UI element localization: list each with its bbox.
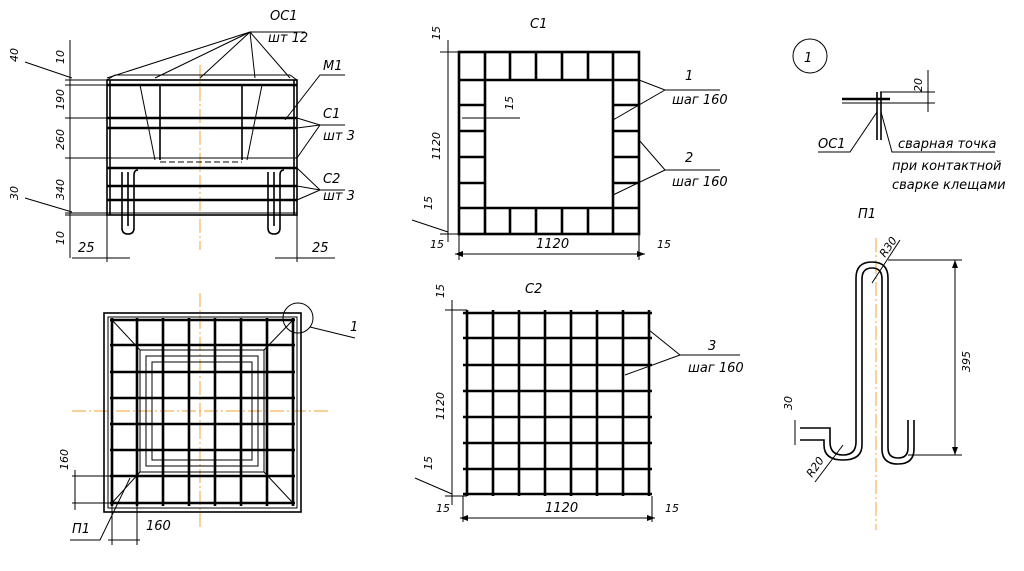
c1-dim-width-1120: 1120 (536, 237, 569, 252)
detail-1-dim-20: 20 (912, 78, 925, 92)
dim-190: 190 (54, 89, 67, 110)
dim-40: 40 (8, 48, 21, 62)
plan-dim-160-vertical: 160 (58, 449, 71, 470)
c1-dim-left-low-15: 15 (422, 196, 435, 210)
label-oc1-qty: шт 12 (268, 31, 308, 46)
c1-pos1-step: шаг 160 (672, 93, 728, 108)
c1-mesh (411, 40, 720, 260)
p1-hook (794, 238, 962, 530)
dim-10-top: 10 (54, 50, 67, 64)
dim-260: 260 (54, 129, 67, 150)
p1-dim-395: 395 (960, 351, 973, 372)
p1-radius-top: R30 (877, 235, 900, 260)
c2-dim-left-low-15: 15 (422, 456, 435, 470)
p1-dim-30: 30 (782, 396, 795, 410)
dim-10-bottom: 10 (54, 231, 67, 245)
c2-pos3-step: шаг 160 (688, 361, 744, 376)
label-c2-qty: шт 3 (323, 189, 355, 204)
c1-dim-top-15: 15 (430, 26, 443, 40)
detail-1 (792, 38, 995, 153)
p1-radius-bottom: R20 (804, 455, 827, 480)
detail-1-number: 1 (804, 51, 812, 66)
c1-pos2-label: 2 (685, 151, 693, 166)
plan-label-p1: П1 (72, 522, 90, 537)
c1-dim-inner-15: 15 (503, 96, 516, 110)
detail-1-note-line-2: при контактной (892, 159, 1002, 174)
c2-grid (463, 310, 652, 496)
c2-title: С2 (525, 282, 542, 297)
label-c1: С1 (323, 107, 340, 122)
dim-30: 30 (8, 186, 21, 200)
plan-view (70, 293, 356, 545)
p1-title: П1 (858, 207, 876, 222)
c2-pos3-label: 3 (708, 339, 716, 354)
label-oc1: ОС1 (270, 9, 298, 24)
c2-dim-width-1120: 1120 (545, 501, 578, 516)
plan-callout-1: 1 (350, 320, 358, 335)
c1-dim-bottom-right-15: 15 (657, 238, 671, 251)
c1-pos1-label: 1 (685, 69, 693, 84)
front-view (24, 31, 345, 262)
c2-mesh (414, 300, 740, 522)
label-c2: С2 (323, 172, 340, 187)
c1-title: С1 (530, 17, 547, 32)
dim-25-right: 25 (312, 241, 329, 256)
dim-340: 340 (54, 179, 67, 200)
c1-dim-bottom-left-15: 15 (430, 238, 444, 251)
c2-dim-top-15: 15 (434, 284, 447, 298)
label-c1-qty: шт 3 (323, 129, 355, 144)
c2-dim-height-1120: 1120 (434, 392, 447, 420)
dim-25-left: 25 (78, 241, 95, 256)
c1-dim-height-1120: 1120 (430, 132, 443, 160)
c1-pos2-step: шаг 160 (672, 175, 728, 190)
plan-dim-160-horizontal: 160 (146, 519, 171, 534)
c2-dim-bottom-right-15: 15 (665, 502, 679, 515)
c2-dim-bottom-left-15: 15 (436, 502, 450, 515)
detail-1-note-line-3: сварке клещами (892, 178, 1006, 193)
label-m1: М1 (323, 59, 343, 74)
detail-1-label-oc1: ОС1 (818, 137, 846, 152)
detail-1-note-line-1: сварная точка (898, 137, 997, 152)
